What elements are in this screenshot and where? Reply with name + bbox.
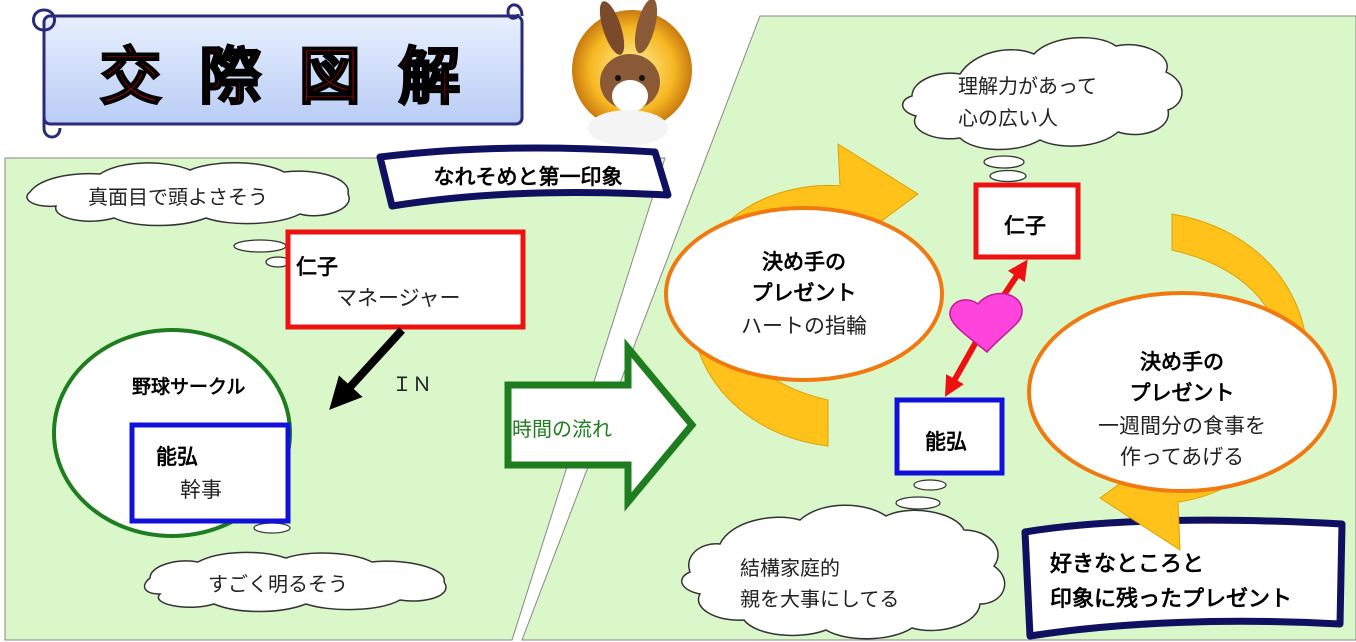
gift-right-line2: プレゼント bbox=[1129, 381, 1235, 405]
thought-top-right-line1: 理解力があって bbox=[958, 74, 1097, 98]
yoshihiro-role-left: 幹事 bbox=[180, 478, 222, 502]
heart-icon bbox=[949, 292, 1023, 354]
banner-likes-line1: 好きなところと bbox=[1050, 552, 1205, 577]
jinko-role-left: マネージャー bbox=[336, 286, 461, 310]
gift-circle-left bbox=[664, 206, 944, 382]
gift-left-line2: プレゼント bbox=[751, 281, 857, 305]
yoshihiro-name-right: 能弘 bbox=[925, 430, 967, 454]
gift-right-line1: 決め手の bbox=[1140, 350, 1224, 374]
thought-cloud-top-left bbox=[26, 162, 350, 268]
banner-likes-line2: 印象に残ったプレゼント bbox=[1050, 587, 1293, 612]
time-flow-label: 時間の流れ bbox=[512, 417, 612, 441]
banner-likes bbox=[1021, 516, 1346, 640]
jinko-name-left: 仁子 bbox=[296, 255, 338, 279]
jinko-box-right bbox=[973, 182, 1081, 260]
in-label: ＩＮ bbox=[392, 372, 432, 396]
gift-left-line3: ハートの指輪 bbox=[741, 314, 867, 338]
in-arrow bbox=[329, 327, 405, 410]
banner-first-impression-text: なれそめと第一印象 bbox=[433, 165, 623, 189]
gift-right-line3: 一週間分の食事を bbox=[1098, 414, 1266, 438]
thought-bottom-right-line2: 親を大事にしてる bbox=[740, 587, 900, 611]
yoshihiro-box-right bbox=[894, 397, 1005, 476]
rabbit-emblem bbox=[572, 0, 692, 146]
thought-bottom-left-text: すごく明るそう bbox=[208, 572, 348, 596]
yoshihiro-name-left: 能弘 bbox=[156, 445, 198, 469]
banner-first-impression bbox=[376, 144, 672, 210]
time-flow-arrow bbox=[504, 338, 697, 512]
thought-top-left-text: 真面目で頭よさそう bbox=[88, 185, 268, 209]
title-scroll bbox=[32, 3, 524, 139]
thought-top-right-line2: 心の広い人 bbox=[958, 106, 1058, 130]
gift-right-line4: 作ってあげる bbox=[1119, 445, 1245, 469]
link-arrow-down bbox=[944, 340, 979, 397]
jinko-box-left bbox=[285, 229, 526, 330]
jinko-name-right: 仁子 bbox=[1004, 214, 1046, 238]
page-title: 交 際 図 解 bbox=[99, 39, 469, 114]
gift-left-line1: 決め手の bbox=[762, 250, 846, 274]
thought-bottom-right-line1: 結構家庭的 bbox=[740, 556, 840, 580]
gift-circle-right bbox=[1027, 291, 1337, 493]
circle-label: 野球サークル bbox=[132, 376, 246, 398]
yoshihiro-box-left bbox=[129, 422, 291, 524]
